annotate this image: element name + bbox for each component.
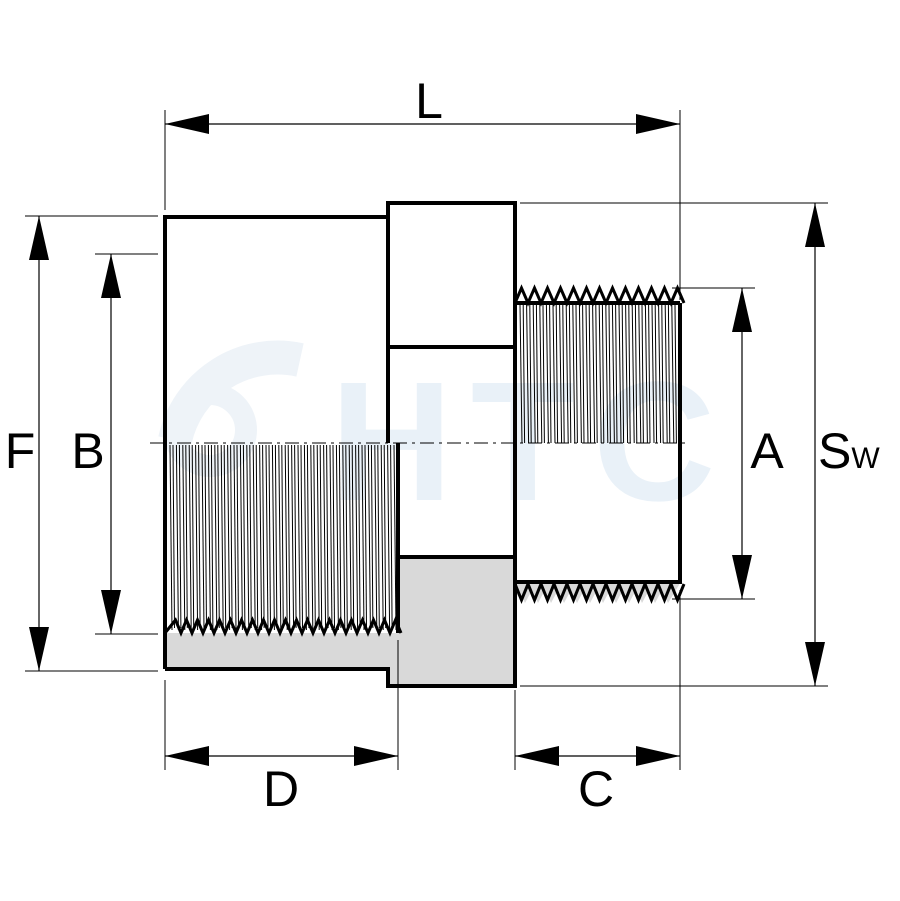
dimension-lines xyxy=(29,114,825,766)
label-L: L xyxy=(415,73,443,129)
thread-profiles xyxy=(163,284,686,637)
label-Sw: SW xyxy=(818,423,880,479)
female-thread-hatching xyxy=(169,444,399,631)
label-D: D xyxy=(263,761,299,817)
label-F: F xyxy=(5,423,36,479)
label-A: A xyxy=(750,423,784,479)
label-Sw-sub: W xyxy=(851,442,880,475)
body-outline xyxy=(163,201,682,688)
male-thread-hatching xyxy=(519,304,677,444)
label-B: B xyxy=(71,423,104,479)
label-C: C xyxy=(578,761,614,817)
dimension-labels: L F B A SW D C xyxy=(5,73,881,817)
label-Sw-main: S xyxy=(818,423,851,479)
